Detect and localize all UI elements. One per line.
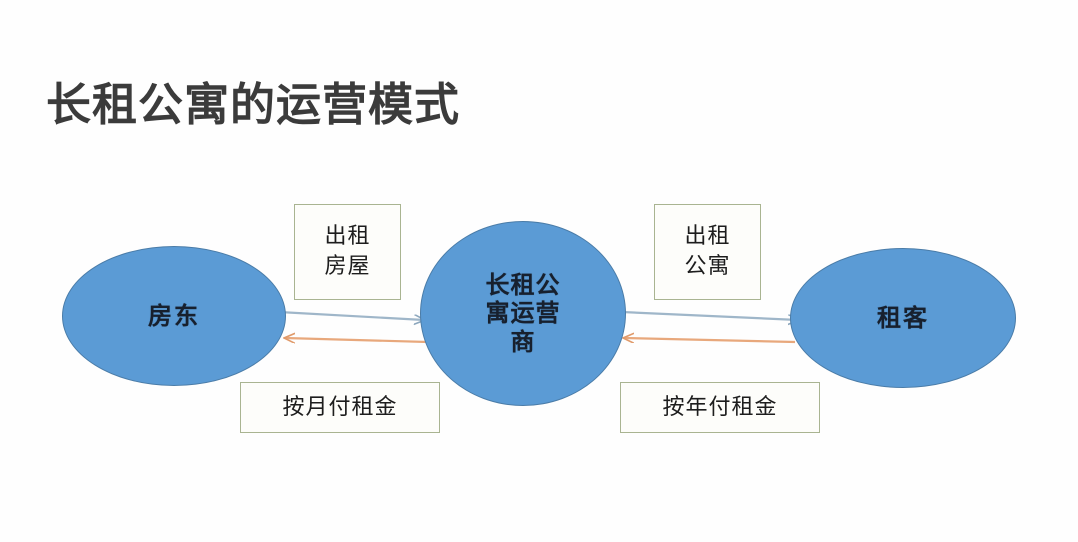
edge-label-yearly-rent[interactable]: 按年付租金 bbox=[620, 382, 820, 433]
arrow-operator-to-landlord bbox=[285, 338, 429, 342]
edge-label-yearly-rent-text: 按年付租金 bbox=[662, 394, 778, 420]
arrow-operator-to-tenant bbox=[621, 310, 798, 320]
edge-label-rent-apartment-text: 出租 公寓 bbox=[684, 224, 731, 279]
node-landlord[interactable]: 房东 bbox=[62, 246, 286, 386]
arrow-tenant-to-operator bbox=[624, 338, 796, 342]
page-title: 长租公寓的运营模式 bbox=[46, 78, 461, 132]
node-operator[interactable]: 长租公 寓运营 商 bbox=[420, 221, 626, 406]
edge-label-monthly-rent-text: 按月付租金 bbox=[282, 394, 398, 420]
edge-label-rent-house-text: 出租 房屋 bbox=[324, 224, 371, 279]
node-tenant[interactable]: 租客 bbox=[790, 248, 1016, 388]
edge-label-rent-house[interactable]: 出租 房屋 bbox=[294, 204, 401, 300]
node-operator-label: 长租公 寓运营 商 bbox=[485, 271, 561, 356]
node-landlord-label: 房东 bbox=[148, 301, 200, 330]
arrow-landlord-to-operator bbox=[278, 310, 424, 320]
node-tenant-label: 租客 bbox=[877, 303, 929, 332]
edge-label-rent-apartment[interactable]: 出租 公寓 bbox=[654, 204, 761, 300]
edge-label-monthly-rent[interactable]: 按月付租金 bbox=[240, 382, 440, 433]
